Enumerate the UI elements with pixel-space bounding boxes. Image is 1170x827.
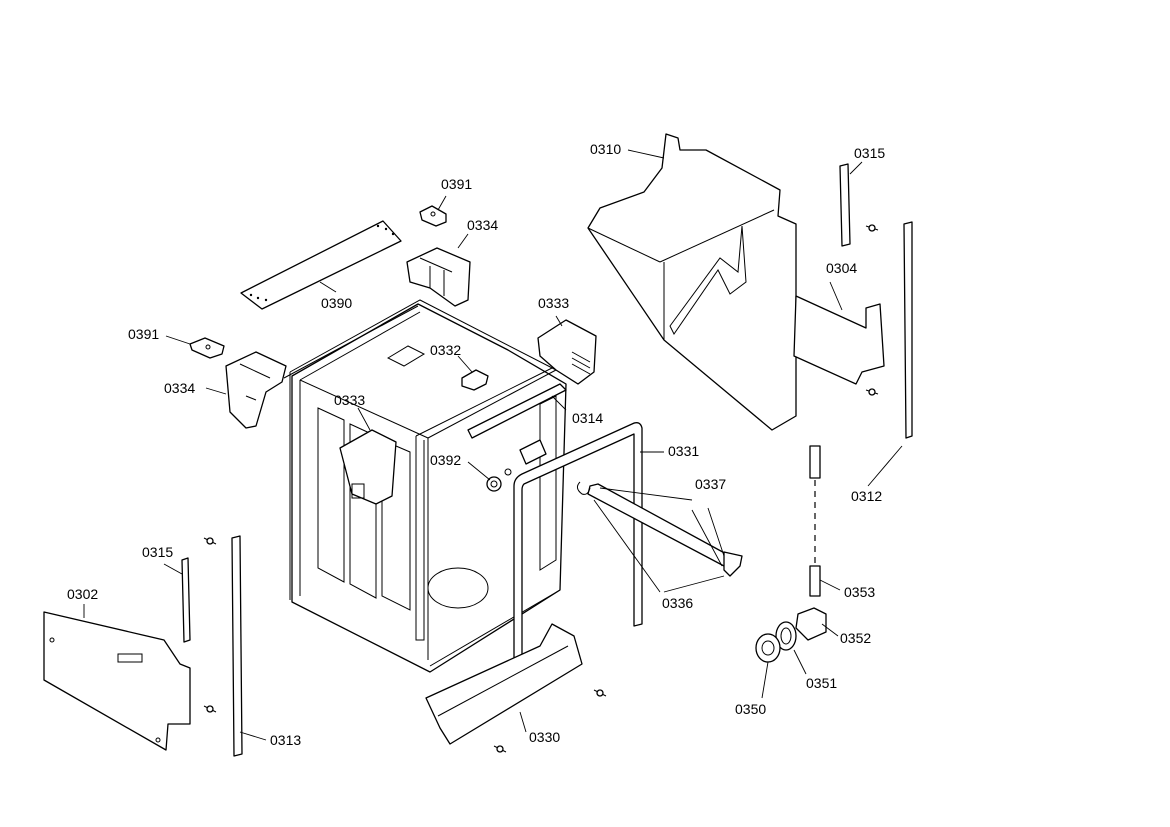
label-0304: 0304 (826, 260, 857, 276)
part-0333-box-right (537, 319, 597, 385)
label-0334-top: 0334 (467, 217, 498, 233)
screw-right-bottom (865, 388, 879, 396)
label-0351: 0351 (806, 675, 837, 691)
part-0352-fitting (795, 607, 827, 641)
part-0313-strip (231, 535, 243, 757)
label-0350: 0350 (735, 701, 766, 717)
part-0351-ring (775, 621, 797, 651)
part-0353-hose (809, 445, 821, 597)
part-tub-body (291, 303, 567, 673)
label-0334-left: 0334 (164, 380, 195, 396)
part-0390-panel (240, 220, 402, 310)
part-0334-housing-top (406, 247, 471, 307)
part-0314-rail (467, 383, 567, 465)
part-0337-tube (576, 481, 743, 577)
part-0312-strip (903, 221, 913, 439)
part-labels: 0310 0315 0391 0334 0304 0390 0333 0391 … (67, 141, 885, 748)
label-0314: 0314 (572, 410, 603, 426)
screw-left-top (203, 537, 217, 545)
part-0391-bracket-top (419, 205, 447, 227)
part-0331-seal (513, 422, 643, 697)
label-0313: 0313 (270, 732, 301, 748)
label-0391-top: 0391 (441, 176, 472, 192)
label-0336: 0336 (662, 595, 693, 611)
label-0312: 0312 (851, 488, 882, 504)
part-0330-plinth (425, 623, 583, 745)
part-0315-strip-right (839, 163, 851, 247)
label-0353: 0353 (844, 584, 875, 600)
label-0392: 0392 (430, 452, 461, 468)
part-0310-side-panel (587, 133, 797, 431)
screw-bottom-a (593, 689, 607, 697)
leader-lines (83, 149, 903, 741)
part-0304-bracket (793, 295, 885, 385)
label-0352: 0352 (840, 630, 871, 646)
part-0333-box-side (339, 429, 397, 505)
label-0333-top: 0333 (538, 295, 569, 311)
part-0350-cap (755, 633, 781, 663)
label-0332: 0332 (430, 342, 461, 358)
part-0334-housing-left (225, 351, 287, 429)
part-0391-bracket-left (189, 337, 225, 359)
screw-left-bottom (203, 705, 217, 713)
label-0391-left: 0391 (128, 326, 159, 342)
label-0337: 0337 (695, 476, 726, 492)
part-0332-clip (461, 369, 489, 391)
label-0315-left: 0315 (142, 544, 173, 560)
label-0302: 0302 (67, 586, 98, 602)
label-0310: 0310 (590, 141, 621, 157)
label-0331: 0331 (668, 443, 699, 459)
screw-bottom-b (493, 745, 507, 753)
part-0315-strip-left (181, 557, 191, 643)
label-0330: 0330 (529, 729, 560, 745)
part-tub-front-gasket (283, 299, 561, 641)
label-0315-top: 0315 (854, 145, 885, 161)
screw-right-top (865, 224, 879, 232)
part-0302-panel (43, 611, 191, 751)
label-0333-side: 0333 (334, 392, 365, 408)
part-0392-nut (486, 468, 512, 492)
label-0390: 0390 (321, 295, 352, 311)
